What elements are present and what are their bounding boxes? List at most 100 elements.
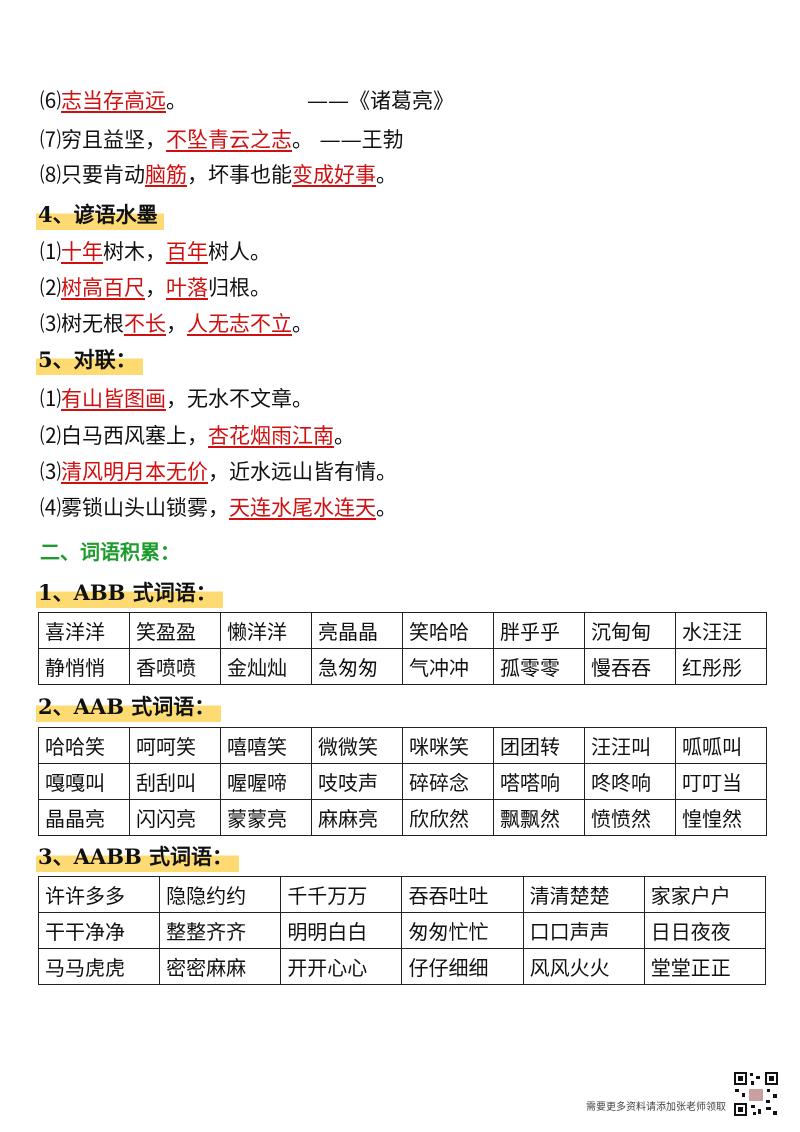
abb-heading: 1、ABB 式词语： xyxy=(36,578,223,608)
word-cell: 叮叮当 xyxy=(675,763,767,800)
word-cell: 麻麻亮 xyxy=(311,799,403,836)
line-text: ——《诸葛亮》 xyxy=(307,89,454,113)
answer-text: 人无志不立 xyxy=(187,312,292,336)
answer-text: 百年 xyxy=(166,240,208,264)
line-text: ， xyxy=(145,276,166,300)
couplet-line-4: ⑷雾锁山头山锁雾，天连水尾水连天。 xyxy=(40,493,397,523)
word-cell: 明明白白 xyxy=(280,912,403,949)
word-cell: 水汪汪 xyxy=(675,612,767,649)
aab-table: 哈哈笑呵呵笑嘻嘻笑微微笑咪咪笑团团转汪汪叫呱呱叫嘎嘎叫刮刮叫喔喔啼吱吱声碎碎念嗒… xyxy=(38,727,767,836)
word-cell: 笑哈哈 xyxy=(402,612,494,649)
word-cell: 许许多多 xyxy=(37,876,161,913)
line-text: ⑷雾锁山头山锁雾， xyxy=(40,496,229,520)
word-cell: 气冲冲 xyxy=(402,648,494,685)
line-text: 树木， xyxy=(103,240,166,264)
word-cell: 隐隐约约 xyxy=(159,876,282,913)
word-cell: 吞吞吐吐 xyxy=(401,876,524,913)
answer-text: 不坠青云之志 xyxy=(166,128,292,152)
word-cell: 孤零零 xyxy=(493,648,585,685)
word-cell: 欣欣然 xyxy=(402,799,494,836)
word-cell: 嘻嘻笑 xyxy=(220,727,312,764)
word-cell: 沉甸甸 xyxy=(584,612,676,649)
word-cell: 金灿灿 xyxy=(220,648,312,685)
line-text: 。 xyxy=(166,89,187,113)
word-cell: 干干净净 xyxy=(37,912,161,949)
line-text: ⑴ xyxy=(40,387,61,411)
word-cell: 嘎嘎叫 xyxy=(38,763,130,800)
word-cell: 笑盈盈 xyxy=(129,612,221,649)
word-cell: 家家户户 xyxy=(643,876,767,913)
line-text: ⑴ xyxy=(40,240,61,264)
word-cell: 马马虎虎 xyxy=(37,948,161,985)
line-text: ，无水不文章。 xyxy=(166,387,313,411)
line-text: ⑶ xyxy=(40,460,61,484)
word-cell: 飘飘然 xyxy=(493,799,585,836)
line-text: ，坏事也能 xyxy=(187,163,292,187)
table-row: 晶晶亮闪闪亮蒙蒙亮麻麻亮欣欣然飘飘然愤愤然惶惶然 xyxy=(38,799,767,836)
aab-heading: 2、AAB 式词语： xyxy=(36,692,222,722)
table-row: 喜洋洋笑盈盈懒洋洋亮晶晶笑哈哈胖乎乎沉甸甸水汪汪 xyxy=(38,612,767,649)
answer-text: 叶落 xyxy=(166,276,208,300)
answer-text: 脑筋 xyxy=(145,163,187,187)
answer-text: 杏花烟雨江南 xyxy=(208,424,334,448)
word-cell: 香喷喷 xyxy=(129,648,221,685)
word-cell: 红彤彤 xyxy=(675,648,767,685)
word-cell: 喔喔啼 xyxy=(220,763,312,800)
answer-text: 十年 xyxy=(61,240,103,264)
line-text: ⑶树无根 xyxy=(40,312,124,336)
proverb-line-3: ⑶树无根不长，人无志不立。 xyxy=(40,309,313,339)
qr-code-icon xyxy=(733,1071,779,1117)
word-cell: 哈哈笑 xyxy=(38,727,130,764)
line-text: 。 ——王勃 xyxy=(292,128,404,152)
abb-table: 喜洋洋笑盈盈懒洋洋亮晶晶笑哈哈胖乎乎沉甸甸水汪汪静悄悄香喷喷金灿灿急匆匆气冲冲孤… xyxy=(38,612,767,685)
word-cell: 清清楚楚 xyxy=(522,876,645,913)
word-cell: 团团转 xyxy=(493,727,585,764)
word-cell: 呵呵笑 xyxy=(129,727,221,764)
aabb-heading: 3、AABB 式词语： xyxy=(36,842,240,872)
table-row: 哈哈笑呵呵笑嘻嘻笑微微笑咪咪笑团团转汪汪叫呱呱叫 xyxy=(38,727,767,764)
line-text: ⑺穷且益坚， xyxy=(40,128,166,152)
footer-note: 需要更多资料请添加张老师领取 xyxy=(586,1102,726,1113)
word-cell: 晶晶亮 xyxy=(38,799,130,836)
word-cell: 堂堂正正 xyxy=(643,948,767,985)
proverb-line-2: ⑵树高百尺，叶落归根。 xyxy=(40,273,271,303)
word-cell: 咚咚响 xyxy=(584,763,676,800)
word-cell: 闪闪亮 xyxy=(129,799,221,836)
poem-line-7: ⑺穷且益坚，不坠青云之志。 ——王勃 xyxy=(40,125,404,155)
line-text: 。 xyxy=(376,496,397,520)
word-cell: 整整齐齐 xyxy=(159,912,282,949)
answer-text: 天连水尾水连天 xyxy=(229,496,376,520)
aabb-table: 许许多多隐隐约约千千万万吞吞吐吐清清楚楚家家户户干干净净整整齐齐明明白白匆匆忙忙… xyxy=(37,876,767,985)
table-row: 干干净净整整齐齐明明白白匆匆忙忙口口声声日日夜夜 xyxy=(37,912,767,949)
word-cell: 风风火火 xyxy=(522,948,645,985)
table-row: 许许多多隐隐约约千千万万吞吞吐吐清清楚楚家家户户 xyxy=(37,876,767,913)
line-text: ⑵ xyxy=(40,276,61,300)
answer-text: 有山皆图画 xyxy=(61,387,166,411)
word-cell: 开开心心 xyxy=(280,948,403,985)
section-5-heading: 5、对联： xyxy=(36,345,143,375)
word-cell: 千千万万 xyxy=(280,876,403,913)
poem-line-6: ⑹志当存高远。——《诸葛亮》 xyxy=(40,86,454,116)
line-text: 树人。 xyxy=(208,240,271,264)
proverb-line-1: ⑴十年树木，百年树人。 xyxy=(40,237,271,267)
line-text: ， xyxy=(166,312,187,336)
word-cell: 懒洋洋 xyxy=(220,612,312,649)
answer-text: 变成好事 xyxy=(292,163,376,187)
word-cell: 密密麻麻 xyxy=(159,948,282,985)
word-cell: 咪咪笑 xyxy=(402,727,494,764)
answer-text: 清风明月本无价 xyxy=(61,460,208,484)
word-cell: 蒙蒙亮 xyxy=(220,799,312,836)
word-cell: 亮晶晶 xyxy=(311,612,403,649)
word-cell: 微微笑 xyxy=(311,727,403,764)
couplet-line-2: ⑵白马西风塞上，杏花烟雨江南。 xyxy=(40,421,355,451)
table-row: 马马虎虎密密麻麻开开心心仔仔细细风风火火堂堂正正 xyxy=(37,948,767,985)
word-cell: 嗒嗒响 xyxy=(493,763,585,800)
line-text: 归根。 xyxy=(208,276,271,300)
answer-text: 不长 xyxy=(124,312,166,336)
word-cell: 喜洋洋 xyxy=(38,612,130,649)
line-text: 。 xyxy=(376,163,397,187)
answer-text: 志当存高远 xyxy=(61,89,166,113)
word-cell: 慢吞吞 xyxy=(584,648,676,685)
word-cell: 口口声声 xyxy=(522,912,645,949)
